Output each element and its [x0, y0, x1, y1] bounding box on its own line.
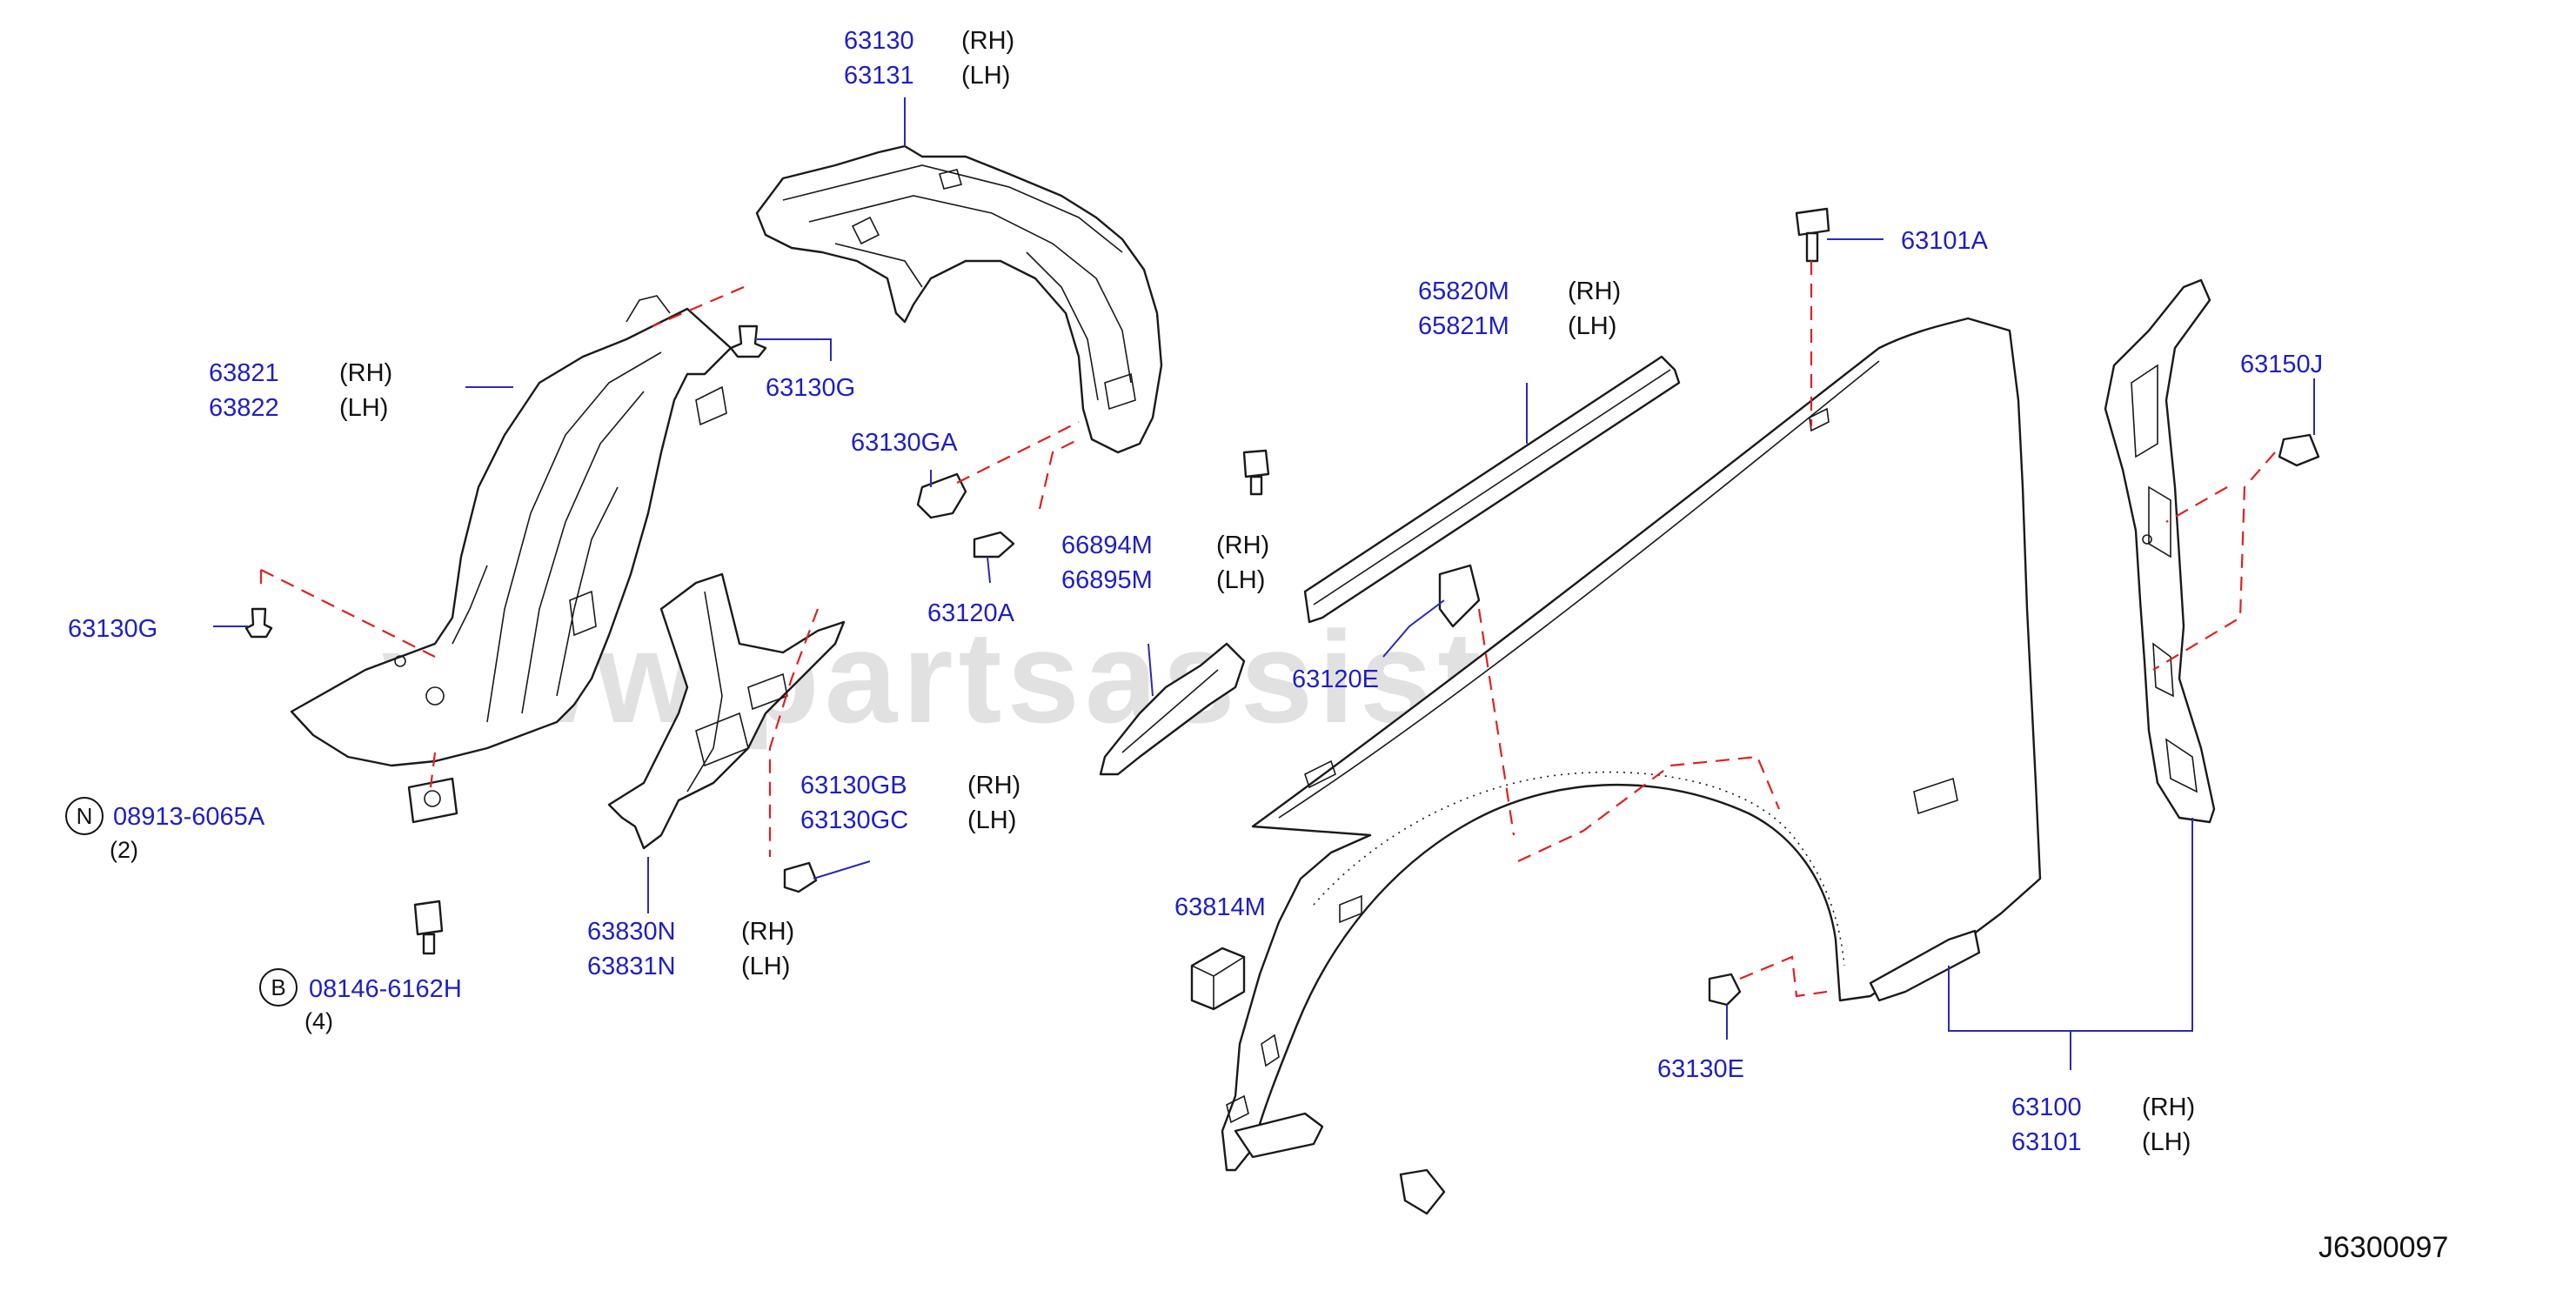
side-label: (LH): [339, 394, 388, 422]
side-label: (LH): [961, 62, 1010, 90]
nut-08913: [407, 777, 458, 824]
part-number: 63130: [844, 27, 914, 55]
callout-63100[interactable]: 63100 (RH) 63101 (LH): [2011, 1094, 2195, 1156]
side-label: (LH): [741, 953, 790, 980]
clip-63150j: [2278, 433, 2320, 467]
clip-63130e: [1708, 973, 1742, 1007]
fender-protector-top[interactable]: [755, 144, 1163, 454]
part-number: 63830N: [587, 918, 676, 946]
callout-63130g-left[interactable]: 63130G: [68, 615, 157, 643]
callout-63150j[interactable]: 63150J: [2240, 351, 2323, 378]
part-number: 65820M: [1418, 278, 1509, 305]
part-number: 63822: [209, 394, 279, 422]
part-number: 08146-6162H: [309, 975, 462, 1003]
side-label: (RH): [1568, 278, 1621, 305]
badge-letter: N: [77, 803, 93, 829]
side-label: (RH): [2142, 1094, 2195, 1121]
part-number: 63821: [209, 359, 279, 387]
callout-63120a[interactable]: 63120A: [927, 599, 1015, 627]
screw-63120a: [973, 531, 1015, 559]
callout-63830n[interactable]: 63830N (RH) 63831N (LH): [587, 918, 794, 980]
callout-63120e[interactable]: 63120E: [1292, 666, 1379, 693]
hidden-lines: [259, 261, 2276, 998]
side-label: (RH): [741, 918, 794, 946]
callout-63130[interactable]: 63130 (RH) 63131 (LH): [844, 27, 1014, 90]
fender-side-bracket[interactable]: [2104, 278, 2216, 824]
callout-63130e[interactable]: 63130E: [1657, 1055, 1744, 1083]
callout-65820m[interactable]: 65820M (RH) 65821M (LH): [1418, 278, 1621, 340]
side-label: (RH): [1216, 532, 1269, 559]
part-number: 65821M: [1418, 312, 1509, 340]
badge-letter: B: [271, 974, 285, 1000]
side-label: (RH): [967, 772, 1020, 799]
part-number: 63130GC: [800, 806, 908, 834]
callout-63821[interactable]: 63821 (RH) 63822 (LH): [209, 359, 392, 422]
splash-guard[interactable]: [607, 572, 846, 850]
bolt-08146: [413, 900, 444, 936]
part-number: 66895M: [1061, 566, 1153, 594]
part-number: 08913-6065A: [113, 803, 265, 831]
fender-moulding[interactable]: [1303, 355, 1681, 624]
part-number: 63131: [844, 62, 914, 90]
side-label: (LH): [967, 806, 1016, 834]
diagram-id: J6300097: [2318, 1231, 2448, 1264]
callout-63814m[interactable]: 63814M: [1174, 893, 1266, 921]
quantity: (2): [110, 837, 138, 863]
side-label: (RH): [339, 359, 392, 387]
side-label: (LH): [1216, 566, 1265, 594]
side-label: (RH): [961, 27, 1014, 55]
fender-seal[interactable]: [1099, 642, 1246, 776]
callout-08146[interactable]: B 08146-6162H (4): [259, 968, 462, 1034]
front-fender[interactable]: [1221, 317, 2042, 1172]
part-number: 63831N: [587, 953, 676, 980]
pad-63814m: [1190, 947, 1246, 1011]
leader-lines: [213, 97, 2315, 1070]
clip-63130g-left: [244, 607, 273, 639]
clip-63130ga: [916, 472, 967, 519]
small-parts: [244, 207, 2320, 1215]
part-number: 63100: [2011, 1094, 2082, 1121]
part-number: 63101: [2011, 1128, 2082, 1156]
side-label: (LH): [2142, 1128, 2191, 1156]
quantity: (4): [304, 1008, 333, 1034]
fender-protector-left[interactable]: [290, 295, 733, 767]
callout-63130gb[interactable]: 63130GB (RH) 63130GC (LH): [800, 772, 1020, 834]
bolt-63101a: [1795, 207, 1830, 237]
part-number: 66894M: [1061, 532, 1153, 559]
callout-63101a[interactable]: 63101A: [1901, 227, 1989, 255]
callout-08913[interactable]: N 08913-6065A (2): [65, 797, 265, 863]
bolt-small: [1242, 449, 1270, 478]
bolt-bottom: [1399, 1168, 1446, 1215]
clip-63130gb: [783, 861, 818, 893]
side-label: (LH): [1568, 312, 1616, 340]
callout-63130g-top[interactable]: 63130G: [766, 374, 855, 402]
part-number: 63130GB: [800, 772, 907, 799]
clip-63130g-top: [729, 324, 767, 358]
callout-63130ga[interactable]: 63130GA: [851, 429, 958, 457]
callout-66894m[interactable]: 66894M (RH) 66895M (LH): [1061, 532, 1269, 594]
